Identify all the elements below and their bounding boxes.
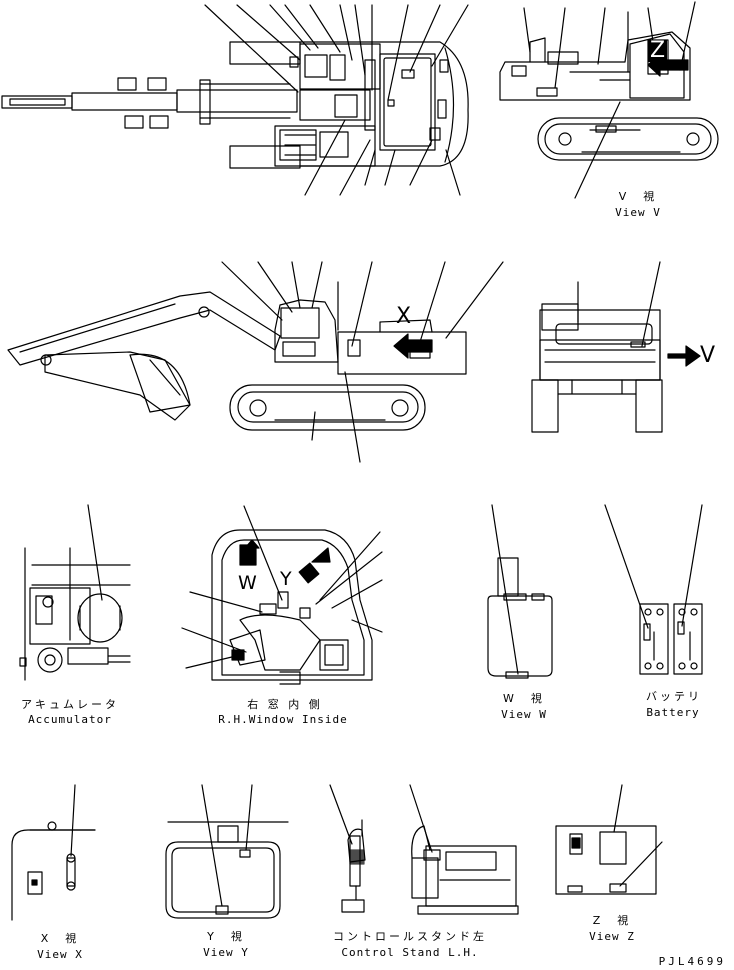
marker-y: Y: [280, 568, 292, 590]
rear-view-drawing: [531, 261, 701, 433]
marker-x: X: [396, 304, 412, 329]
caption-view-w-jp: W 視: [503, 692, 545, 705]
view-z-drawing: [555, 784, 663, 895]
caption-view-x-en: View X: [37, 948, 83, 961]
side-view-excavator: [7, 261, 504, 463]
caption-accumulator-jp: アキュムレータ: [21, 698, 119, 711]
view-v-drawing: [499, 1, 719, 199]
caption-rh-window-jp: 右 窓 内 側: [247, 698, 323, 711]
caption-control-stand-jp: コントロールスタンド左: [333, 930, 487, 943]
accumulator-drawing: [19, 504, 131, 681]
marker-v: V: [700, 343, 716, 368]
caption-view-w-en: View W: [501, 708, 547, 721]
view-x-drawing: [11, 784, 96, 921]
caption-view-z-en: View Z: [589, 930, 635, 943]
marker-w: W: [238, 572, 257, 594]
caption-control-stand-en: Control Stand L.H.: [341, 946, 479, 959]
caption-battery-en: Battery: [646, 706, 700, 719]
caption-view-z-jp: Z 視: [592, 914, 632, 927]
caption-view-x-jp: X 視: [40, 932, 80, 945]
caption-view-y-en: View Y: [203, 946, 249, 959]
caption-view-y-jp: Y 視: [207, 930, 245, 943]
drawing-code: PJL4699: [658, 955, 726, 968]
control-stand-drawing: [329, 784, 519, 915]
rh-window-drawing: [181, 505, 383, 685]
view-w-drawing: [487, 504, 553, 679]
caption-view-v-en: View V: [615, 206, 661, 219]
caption-rh-window-en: R.H.Window Inside: [218, 713, 348, 726]
battery-drawing: [604, 504, 703, 675]
marker-z: Z: [648, 38, 668, 63]
view-y-drawing: [165, 784, 289, 919]
caption-accumulator-en: Accumulator: [28, 713, 112, 726]
caption-battery-jp: バッテリ: [646, 690, 702, 703]
caption-view-v-jp: V 視: [618, 190, 658, 203]
top-plan-view: [1, 4, 469, 196]
